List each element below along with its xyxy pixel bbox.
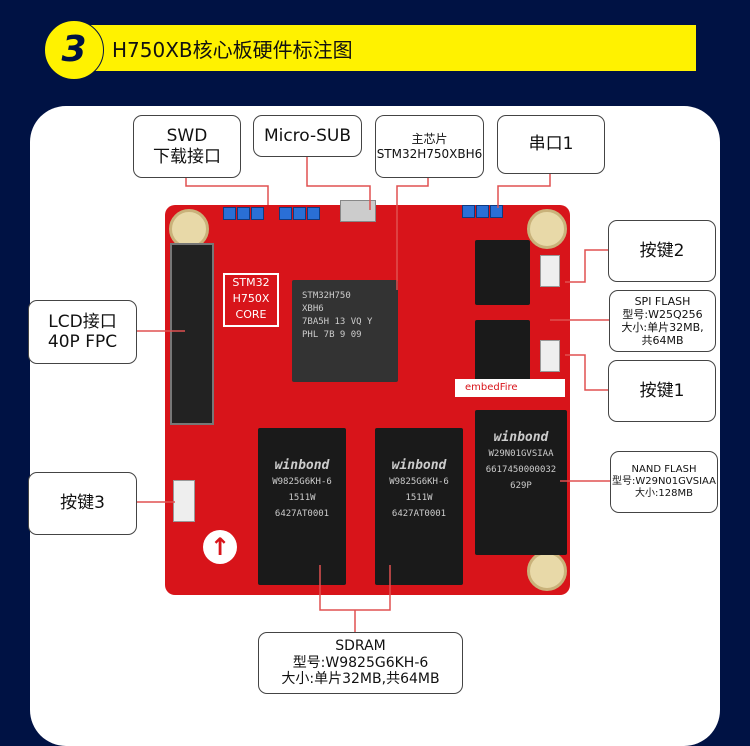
chip-text: winbond [493,430,549,445]
pcb-board: STM32 H750X CORE STM32H750 XBH6 7BA5H 13… [165,200,570,595]
label-lcd: LCD接口 40P FPC [28,300,137,364]
header-pin [307,207,320,220]
nand-chip: winbond W29N01GVSIAA 6617450000032 629P [475,410,567,555]
label-text: SPI FLASH [634,294,691,308]
label-usb: Micro-SUB [253,115,362,157]
usb-line [306,155,371,210]
page-title: H750XB核心板硬件标注图 [112,38,353,62]
silk-text: STM32 [232,276,270,289]
label-sdram: SDRAM 型号:W9825G6KH-6 大小:单片32MB,共64MB [258,632,463,694]
uart-line [497,172,551,208]
chip-text: W29N01GVSIAA [488,449,554,459]
chip-text: 1511W [288,493,316,503]
title-banner [88,25,696,71]
label-text: SWD [166,126,208,147]
sdram-chip: winbond W9825G6KH-6 1511W 6427AT0001 [258,428,346,585]
button-key3[interactable] [173,480,195,522]
key2-line [565,249,608,283]
spi-flash-chip [475,240,530,305]
label-text: 串口1 [528,134,574,155]
label-text: STM32H750XBH6 [376,146,483,161]
label-key2: 按键2 [608,220,716,282]
sdram-line-1 [319,565,391,611]
label-text: NAND FLASH [631,464,697,475]
label-text: 大小:单片32MB, [621,321,704,334]
annotation-lines [135,155,610,632]
chip-text: winbond [274,458,330,473]
label-text: SDRAM [335,637,386,654]
label-text: 型号:W9825G6KH-6 [292,654,429,671]
button-key2[interactable] [540,255,560,287]
chip-text: 6427AT0001 [274,509,330,519]
label-text: 大小:128MB [635,488,693,499]
header-pin [223,207,236,220]
mount-hole [527,551,567,591]
core-silkscreen: STM32 H750X CORE [223,273,279,327]
label-text: 按键2 [639,240,685,261]
arrow-up-icon: ↑ [203,530,237,564]
silk-text: CORE [235,308,267,321]
brand-label: embedFire [455,379,565,397]
label-text: Micro-SUB [263,125,352,146]
usb-connector [340,200,376,222]
header-pin [279,207,292,220]
header-pin [490,205,503,218]
label-text: 主芯片 [411,132,448,147]
label-text: LCD接口 [48,311,117,332]
mcu-line [396,176,429,290]
chip-text: 6427AT0001 [391,509,447,519]
chip-text: W9825G6KH-6 [389,477,449,487]
label-swd: SWD 下载接口 [133,115,241,178]
label-key1: 按键1 [608,360,716,422]
chip-text: W9825G6KH-6 [272,477,332,487]
label-nand-flash: NAND FLASH 型号:W29N01GVSIAA 大小:128MB [610,451,718,513]
button-key1[interactable] [540,340,560,372]
label-mcu: 主芯片 STM32H750XBH6 [375,115,484,178]
label-text: 共64MB [641,334,684,348]
header-pin [462,205,475,218]
header-pin [476,205,489,218]
label-spi-flash: SPI FLASH 型号:W25Q256 大小:单片32MB, 共64MB [609,290,716,352]
label-text: 型号:W29N01GVSIAA [611,476,717,487]
label-uart: 串口1 [497,115,605,174]
header-pin [251,207,264,220]
key1-line [565,354,608,391]
header-pin [293,207,306,220]
chip-text: 6617450000032 [485,465,557,475]
label-text: 下载接口 [153,146,221,167]
chip-text: winbond [391,458,447,473]
sdram-chip: winbond W9825G6KH-6 1511W 6427AT0001 [375,428,463,585]
spi-flash-chip [475,320,530,385]
fpc-connector [170,243,214,425]
mount-hole [527,209,567,249]
section-number: 3 [44,20,104,80]
label-text: 40P FPC [47,332,118,352]
label-key3: 按键3 [28,472,137,535]
chip-text: XBH6 [302,304,324,314]
chip-text: PHL 7B 9 09 [302,330,362,340]
swd-line [185,176,269,205]
chip-text: 629P [510,481,532,491]
chip-text: 1511W [405,493,433,503]
mcu-chip: STM32H750 XBH6 7BA5H 13 VQ Y PHL 7B 9 09 [292,280,398,382]
label-text: 型号:W25Q256 [622,307,703,321]
chip-text: STM32H750 [302,291,351,301]
header-pin [237,207,250,220]
chip-text: 7BA5H 13 VQ Y [302,317,373,327]
silk-text: H750X [232,292,270,305]
label-text: 按键1 [639,380,685,401]
label-text: 按键3 [60,493,105,514]
label-text: 大小:单片32MB,共64MB [281,671,440,688]
